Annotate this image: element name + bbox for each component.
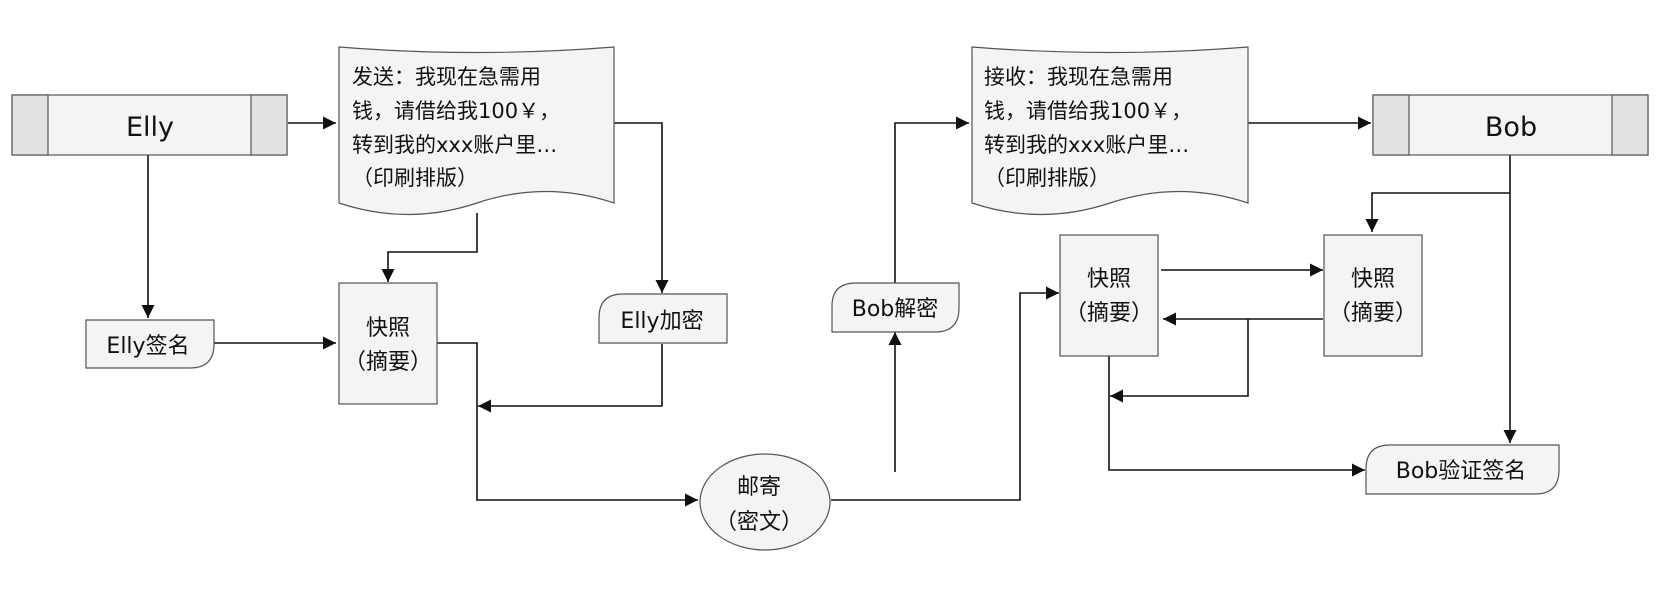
snapshot-bob-left-line-1: 快照 xyxy=(1087,267,1131,292)
node-snapshot-elly: 快照 （摘要） xyxy=(338,282,438,405)
node-mail: 邮寄 （密文） xyxy=(699,453,831,551)
send-doc-line-3: 转到我的xxx账户里… xyxy=(352,133,557,157)
recv-doc-line-2: 钱，请借给我100￥， xyxy=(984,99,1192,123)
node-bob-decrypt: Bob解密 xyxy=(831,282,960,333)
recv-doc-line-1: 接收：我现在急需用 xyxy=(984,65,1173,89)
connectors xyxy=(141,116,1517,507)
snapshot-elly-line-1: 快照 xyxy=(366,316,410,341)
elly-label: Elly xyxy=(126,112,174,143)
edge-snapshot-to-mail xyxy=(437,342,698,507)
edge-bob-to-snapshot-right xyxy=(1365,192,1510,232)
edge-mail-to-snapshot-bob xyxy=(831,286,1059,501)
recv-doc-line-4: （印刷排版） xyxy=(984,166,1110,190)
node-send-document: 发送：我现在急需用 钱，请借给我100￥， 转到我的xxx账户里… （印刷排版） xyxy=(338,46,615,216)
node-elly-sign: Elly签名 xyxy=(85,319,215,369)
snapshot-bob-left-line-2: （摘要） xyxy=(1065,301,1153,326)
mail-line-1: 邮寄 xyxy=(737,475,781,500)
snapshot-bob-right-line-1: 快照 xyxy=(1351,267,1395,292)
edge-elly-encrypt-to-join xyxy=(478,344,663,413)
edge-snapshot-to-bob-verify xyxy=(1108,356,1365,477)
node-snapshot-bob-left: 快照 （摘要） xyxy=(1059,234,1159,357)
recv-doc-line-3: 转到我的xxx账户里… xyxy=(984,133,1189,157)
edge-bob-decrypt-to-recv-doc xyxy=(894,116,969,283)
node-elly-encrypt: Elly加密 xyxy=(598,293,728,344)
mail-line-2: （密文） xyxy=(715,510,803,535)
node-elly: Elly xyxy=(11,94,288,156)
edge-send-doc-to-snapshot xyxy=(381,213,478,282)
node-receive-document: 接收：我现在急需用 钱，请借给我100￥， 转到我的xxx账户里… （印刷排版） xyxy=(971,46,1249,216)
elly-encrypt-label: Elly加密 xyxy=(620,309,703,334)
send-doc-line-2: 钱，请借给我100￥， xyxy=(352,99,560,123)
snapshot-elly-line-2: （摘要） xyxy=(344,350,432,375)
snapshot-bob-right-line-2: （摘要） xyxy=(1329,301,1417,326)
edge-compare-loop xyxy=(1110,319,1249,403)
node-bob: Bob xyxy=(1372,94,1649,156)
edge-send-doc-to-elly-encrypt xyxy=(614,122,669,293)
bob-decrypt-label: Bob解密 xyxy=(852,297,939,322)
bob-verify-label: Bob验证签名 xyxy=(1396,459,1527,484)
bob-label: Bob xyxy=(1485,112,1537,143)
send-doc-line-4: （印刷排版） xyxy=(352,166,478,190)
send-doc-line-1: 发送：我现在急需用 xyxy=(352,65,541,89)
node-bob-verify: Bob验证签名 xyxy=(1365,444,1560,495)
elly-sign-label: Elly签名 xyxy=(106,334,189,359)
node-snapshot-bob-right: 快照 （摘要） xyxy=(1323,234,1423,357)
